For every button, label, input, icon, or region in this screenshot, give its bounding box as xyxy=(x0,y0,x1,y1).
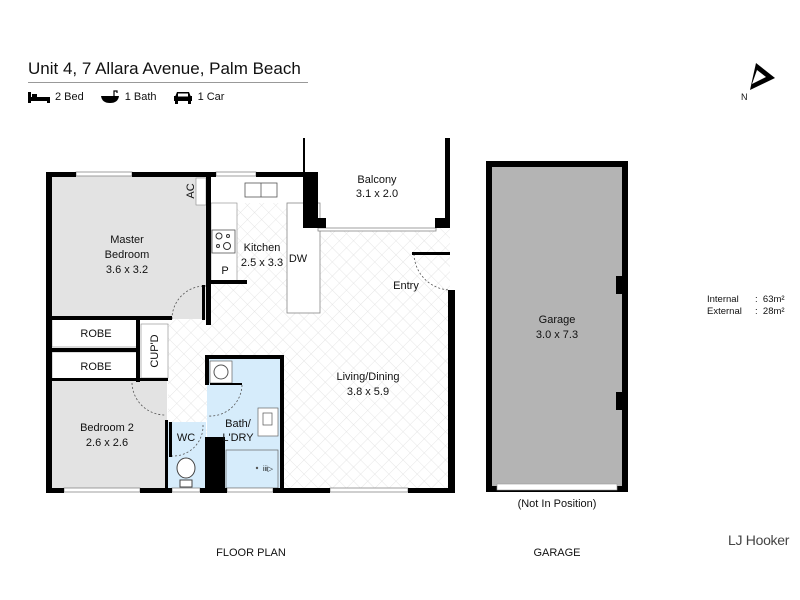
title-divider xyxy=(28,82,308,83)
cupboard xyxy=(140,323,169,379)
external-value: 28m² xyxy=(762,306,785,317)
car-icon xyxy=(173,92,192,104)
vanity-basin-icon xyxy=(257,407,279,437)
master-bedroom-label-2: Bedroom xyxy=(105,249,150,261)
cupboard-label: CUP'D xyxy=(149,334,161,367)
sep: : xyxy=(755,306,758,317)
wc-label: WC xyxy=(177,432,195,444)
balcony-label: Balcony xyxy=(357,174,397,186)
washing-machine-icon xyxy=(209,360,233,384)
lj-hooker-logo: LJ Hooker xyxy=(728,532,790,548)
feature-bath: 1 Bath xyxy=(100,90,157,104)
sep: : xyxy=(755,294,758,305)
feature-bed: 2 Bed xyxy=(28,91,84,103)
garage-size: 3.0 x 7.3 xyxy=(536,329,578,341)
entry-label: Entry xyxy=(393,280,419,292)
bedroom2-label: Bedroom 2 xyxy=(80,422,134,434)
bedroom2-size: 2.6 x 2.6 xyxy=(86,437,128,449)
internal-value: 63m² xyxy=(762,294,785,305)
bath-label-1: Bath/ xyxy=(225,418,252,430)
north-compass-icon: N xyxy=(741,63,775,102)
cooktop-icon xyxy=(211,229,236,254)
external-label: External xyxy=(707,306,742,317)
robe-1-label: ROBE xyxy=(80,328,111,340)
kitchen-floor xyxy=(237,203,287,313)
property-address: Unit 4, 7 Allara Avenue, Palm Beach xyxy=(28,59,301,78)
feature-bed-label: 2 Bed xyxy=(55,91,84,103)
kitchen-label: Kitchen xyxy=(244,242,281,254)
living-dining-label: Living/Dining xyxy=(337,371,400,383)
ac-label: AC xyxy=(185,183,197,198)
shower-icon: iii▷ xyxy=(225,449,279,489)
garage-note: (Not In Position) xyxy=(518,498,597,510)
area-summary: Internal: 63m² External: 28m² xyxy=(707,294,785,318)
garage-caption: GARAGE xyxy=(533,547,580,559)
master-bedroom-label-1: Master xyxy=(110,234,144,246)
balcony-size: 3.1 x 2.0 xyxy=(356,188,398,200)
internal-label: Internal xyxy=(707,294,739,305)
floor-plan-caption: FLOOR PLAN xyxy=(216,547,286,559)
garage xyxy=(486,161,628,492)
wc-floor xyxy=(168,422,206,490)
walls xyxy=(46,138,455,493)
feature-car-label: 1 Car xyxy=(197,91,225,103)
bedroom2-floor xyxy=(50,380,167,490)
master-bedroom-size: 3.6 x 3.2 xyxy=(106,264,148,276)
kitchen-size: 2.5 x 3.3 xyxy=(241,257,283,269)
property-features: 2 Bed 1 Bath 1 Car xyxy=(28,90,224,104)
living-dining-size: 3.8 x 5.9 xyxy=(347,386,389,398)
ac-unit xyxy=(195,177,207,206)
bath-label-2: L'DRY xyxy=(222,432,254,444)
toilet-icon xyxy=(176,457,196,488)
garage-label: Garage xyxy=(539,314,576,326)
bath-icon xyxy=(100,90,119,103)
dishwasher-label: DW xyxy=(289,253,308,265)
feature-car: 1 Car xyxy=(173,90,225,104)
master-bedroom-floor xyxy=(50,175,208,319)
robe-2-label: ROBE xyxy=(80,361,111,373)
compass-label: N xyxy=(741,92,748,102)
door-swings xyxy=(131,253,451,457)
pantry-label: P xyxy=(221,265,228,277)
svg-text:iii▷: iii▷ xyxy=(263,466,274,473)
feature-bath-label: 1 Bath xyxy=(124,91,157,103)
bed-icon xyxy=(28,92,50,103)
